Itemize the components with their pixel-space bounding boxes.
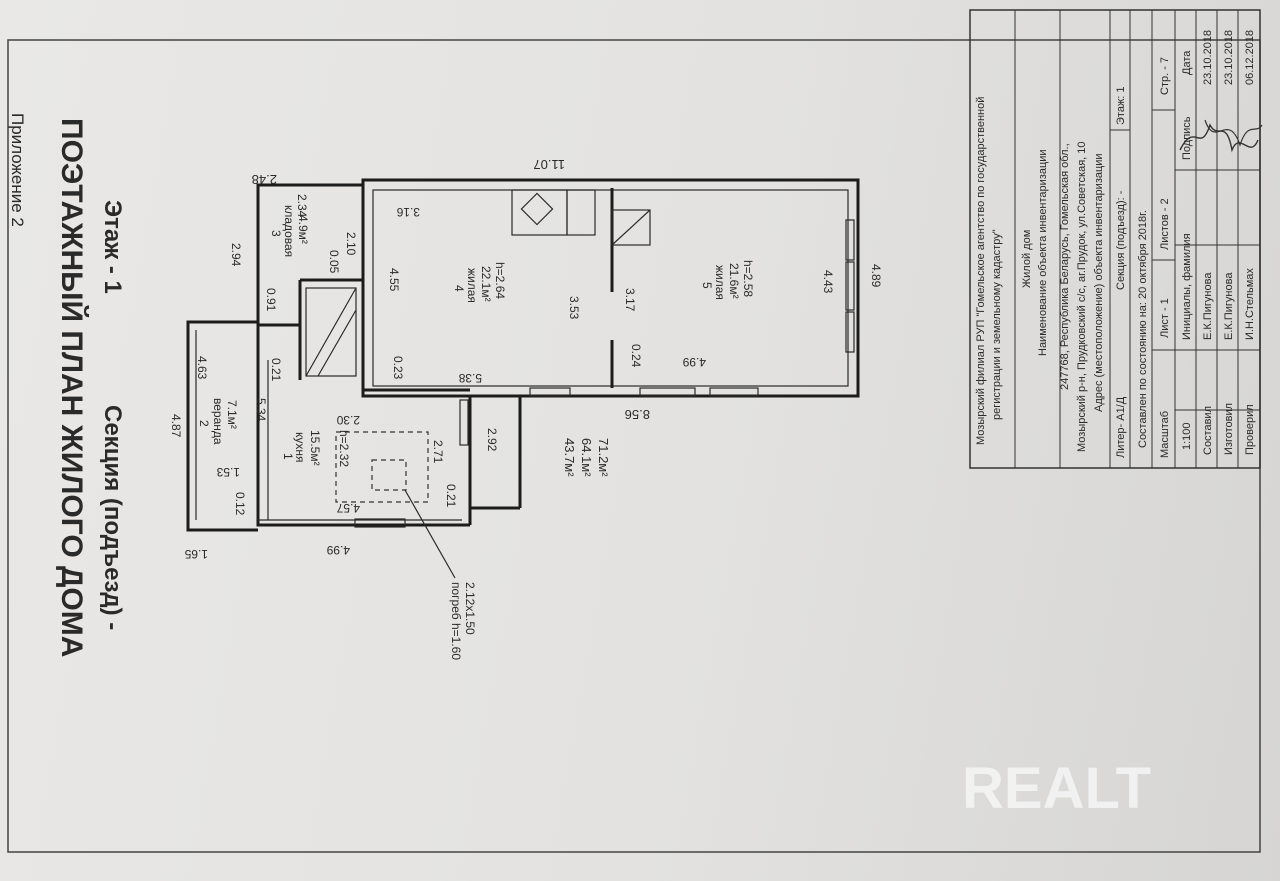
stamp-section: Секция (подъезд): -	[1115, 190, 1127, 290]
stamp-row-1-role: Составил	[1202, 406, 1214, 455]
section-heading: Секция (подъезд) -	[99, 405, 126, 630]
total-area-2: 64.1м²	[579, 438, 594, 477]
stamp-address: 247768, Республика Беларусь, Гомельская …	[1059, 143, 1071, 390]
stamp-row-2-role: Изготовил	[1223, 403, 1235, 455]
dim-4-87: 4.87	[169, 414, 183, 438]
total-area-1: 43.7м²	[562, 438, 577, 477]
stamp-initials-header: Инициалы, фамилия	[1181, 233, 1193, 340]
dim-2-94: 2.94	[229, 243, 243, 267]
dim-2-34: 2.34	[295, 194, 309, 218]
dim-0-12: 0.12	[233, 492, 247, 516]
title-block: Мозырский филиал РУП "Гомельское агентст…	[969, 9, 1263, 469]
room-5-name: жилая	[713, 265, 727, 300]
stamp-row-1-name: Е.К.Пигунова	[1202, 272, 1214, 340]
stamp-address-caption: Адрес (местоположение) объекта инвентари…	[1093, 153, 1105, 412]
room-labels: 1 кухня 15.5м² h=2.32 2 веранда 7.1м² 3 …	[197, 205, 755, 660]
stamp-address-2: Мозырский р-н, Прудковский с/с, аг.Прудо…	[1076, 141, 1088, 452]
stamp-row-1-date: 23.10.2018	[1202, 30, 1214, 85]
dim-0-05: 0.05	[327, 250, 341, 274]
room-1-area: 15.5м²	[308, 430, 322, 466]
room-5-number: 5	[700, 282, 714, 289]
stamp-org-2: регистрации и земельному кадастру"	[991, 229, 1003, 420]
stamp-object: Жилой дом	[1021, 230, 1033, 288]
room-2-number: 2	[197, 420, 211, 427]
realt-watermark: REALT	[962, 756, 1151, 821]
stamp-page: Стр. - 7	[1159, 57, 1171, 95]
dim-2-71: 2.71	[431, 440, 445, 464]
room-5-height: h=2.58	[741, 260, 755, 297]
dim-8-56: 8.56	[625, 407, 650, 422]
room-3-name: кладовая	[282, 205, 296, 257]
stamp-object-caption: Наименование объекта инвентаризации	[1037, 149, 1049, 356]
stamp-row-3-name: И.Н.Стельмах	[1244, 268, 1256, 340]
dim-3-17: 3.17	[623, 288, 637, 312]
dim-4-99a: 4.99	[326, 543, 350, 557]
dim-4-89: 4.89	[869, 264, 883, 288]
room-1-height: h=2.32	[337, 430, 351, 467]
stamp-scale-header: Масштаб	[1159, 411, 1171, 458]
stamp-scale: 1:100	[1181, 422, 1193, 450]
plan-title: ПОЭТАЖНЫЙ ПЛАН ЖИЛОГО ДОМА	[55, 118, 89, 657]
room-4-name: жилая	[465, 268, 479, 303]
dimension-labels: 11.07 2.48 2.34 3.16 2.94 0.91 0.05 2.10…	[169, 157, 883, 561]
stamp-row-2-date: 23.10.2018	[1223, 30, 1235, 85]
dim-2-92: 2.92	[485, 428, 499, 452]
appendix-label: Приложение 2	[8, 113, 27, 227]
room-2-area: 7.1м²	[225, 400, 239, 429]
dim-0-91: 0.91	[264, 288, 278, 312]
dim-0-24: 0.24	[629, 344, 643, 368]
dim-2-10: 2.10	[344, 232, 358, 256]
room-4-height: h=2.64	[493, 262, 507, 299]
dim-0-21b: 0.21	[444, 484, 458, 508]
dim-5-38: 5.38	[458, 371, 482, 385]
dim-4-43: 4.43	[821, 270, 835, 294]
room-4-number: 4	[452, 285, 466, 292]
room-3-number: 3	[269, 230, 283, 237]
stamp-row-3-role: Проверил	[1244, 404, 1256, 455]
stamp-floor: Этаж: 1	[1115, 86, 1127, 125]
cellar-size: 2.12х1.50	[463, 582, 477, 635]
stamp-row-3-date: 06.12.2018	[1244, 30, 1256, 85]
walls	[186, 178, 860, 579]
room-4-area: 22.1м²	[479, 266, 493, 302]
dim-4-57: 4.57	[336, 501, 360, 515]
stamp-sign-header: Подпись	[1181, 116, 1193, 160]
dim-1-53: 1.53	[216, 465, 240, 479]
room-3-area: 4.9м²	[296, 215, 310, 244]
dim-0-23: 0.23	[391, 356, 405, 380]
room-5-area: 21.6м²	[727, 263, 741, 299]
stamp-org: Мозырский филиал РУП "Гомельское агентст…	[975, 97, 987, 445]
room-1-name: кухня	[293, 432, 307, 463]
room-1-number: 1	[281, 453, 295, 460]
stamp-sheets: Листов - 2	[1159, 198, 1171, 250]
total-area-3: 71.2м²	[596, 438, 611, 477]
stamp-sheet: Лист - 1	[1159, 298, 1171, 338]
dim-0-21a: 0.21	[269, 358, 283, 382]
dim-3-53: 3.53	[567, 296, 581, 320]
dim-11-07: 11.07	[533, 157, 565, 172]
dim-1-65: 1.65	[184, 547, 208, 561]
floor-heading: Этаж - 1	[99, 200, 126, 294]
signature-scribble-2	[1204, 119, 1263, 147]
dim-5-34: 5.34	[254, 398, 268, 422]
dim-4-63: 4.63	[195, 356, 209, 380]
stamp-as-of: Составлен по состоянию на: 20 октября 20…	[1137, 210, 1149, 448]
room-2-name: веранда	[211, 398, 225, 445]
stamp-row-2-name: Е.К.Пигунова	[1223, 272, 1235, 340]
dim-2-48: 2.48	[252, 172, 277, 187]
cellar-label: погреб h=1.60	[449, 582, 463, 660]
dim-4-55: 4.55	[387, 268, 401, 292]
dim-3-16: 3.16	[396, 205, 420, 219]
stamp-date-header: Дата	[1181, 50, 1193, 75]
stamp-liter: Литер- А1/Д	[1115, 396, 1127, 458]
dim-4-99b: 4.99	[682, 355, 706, 369]
dim-2-30: 2.30	[336, 413, 360, 427]
